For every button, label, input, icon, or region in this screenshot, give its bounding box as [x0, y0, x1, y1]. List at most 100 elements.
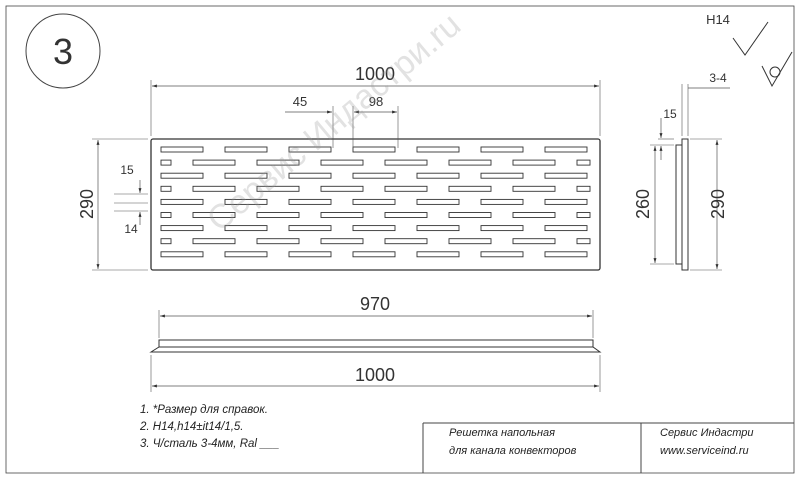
- front-view: [150, 138, 601, 271]
- grate-slot: [384, 212, 428, 218]
- grate-slot: [352, 172, 396, 179]
- grate-slot: [544, 198, 588, 205]
- grate-slot: [512, 159, 556, 166]
- grate-slot: [256, 159, 300, 166]
- grate-slot: [256, 212, 300, 218]
- product-name-line1: Решетка напольная: [449, 427, 555, 439]
- drawing-number-circle: [25, 13, 101, 89]
- drawing-number: 3: [53, 31, 73, 72]
- grate-slot: [416, 172, 460, 179]
- grate-slot: [512, 185, 556, 192]
- grate-slot: [576, 212, 591, 218]
- dim-overall-length-text: 1000: [355, 64, 395, 84]
- dim-side-height: 290: [690, 138, 728, 271]
- grate-slot: [448, 238, 492, 245]
- grate-slot: [160, 251, 204, 258]
- dim-side-inner-height: 260: [633, 144, 674, 265]
- grate-slot: [416, 225, 460, 232]
- grate-slot: [192, 212, 236, 218]
- grate-slot: [192, 159, 236, 166]
- drawing-frame: [5, 5, 795, 474]
- grate-slot: [160, 185, 172, 192]
- grate-slot: [224, 225, 268, 232]
- grate-slot: [384, 238, 428, 245]
- note-2: 2. H14,h14±it14/1,5.: [140, 421, 244, 433]
- dim-thickness: 3-4: [681, 71, 730, 136]
- grate-slot: [160, 225, 204, 232]
- note-1: 1. *Размер для справок.: [140, 404, 268, 416]
- grate-slot: [224, 172, 268, 179]
- grate-slot: [352, 198, 396, 205]
- grate-slot: [352, 225, 396, 232]
- grate-slot: [544, 146, 588, 153]
- grate-slot: [256, 185, 300, 192]
- grate-slot: [224, 198, 268, 205]
- grate-slot: [448, 159, 492, 166]
- grate-slot: [224, 251, 268, 258]
- grate-slot: [320, 238, 364, 245]
- grate-slot: [480, 251, 524, 258]
- side-view: [675, 138, 689, 271]
- title-block: [422, 422, 794, 473]
- grate-slot: [160, 238, 172, 245]
- dim-side-height-text: 290: [708, 189, 728, 219]
- grate-slot: [480, 198, 524, 205]
- product-name-line2: для канала конвекторов: [449, 445, 577, 457]
- dim-height: 290: [77, 138, 148, 271]
- grate-slot: [576, 238, 591, 245]
- dim-thickness-text: 3-4: [709, 71, 727, 85]
- grate-slot: [288, 198, 332, 205]
- grate-slot: [576, 159, 591, 166]
- grate-slot: [384, 185, 428, 192]
- grate-slot: [544, 172, 588, 179]
- dim-overall-length: 1000: [150, 64, 601, 136]
- grate-slot: [544, 225, 588, 232]
- grate-slot: [320, 159, 364, 166]
- dim-bottom-length: 1000: [150, 355, 601, 392]
- grate-slot: [416, 198, 460, 205]
- grate-slot: [416, 146, 460, 153]
- dim-side-inner-height-text: 260: [633, 189, 653, 219]
- grate-slot: [544, 251, 588, 258]
- dim-height-text: 290: [77, 189, 97, 219]
- grate-slot: [160, 172, 204, 179]
- slot-pattern: [160, 146, 591, 258]
- grate-slot: [160, 146, 204, 153]
- grate-slot: [352, 146, 396, 153]
- grate-slot: [576, 185, 591, 192]
- grate-slot: [160, 159, 172, 166]
- grate-slot: [256, 238, 300, 245]
- grate-slot: [512, 238, 556, 245]
- grate-slot: [512, 212, 556, 218]
- grate-slot: [288, 225, 332, 232]
- dim-slot-pitch: 15 14: [114, 163, 148, 236]
- bottom-view: [149, 339, 602, 353]
- dim-slot-length-text: 98: [369, 94, 383, 109]
- grate-slot: [480, 172, 524, 179]
- dim-slot-width-text: 14: [124, 222, 138, 236]
- grate-slot: [384, 159, 428, 166]
- grate-slot: [480, 225, 524, 232]
- grate-slot: [320, 185, 364, 192]
- grate-slot: [416, 251, 460, 258]
- grate-slot: [448, 185, 492, 192]
- grate-slot: [160, 212, 172, 218]
- grate-slot: [352, 251, 396, 258]
- dim-side-flange-text: 15: [663, 107, 677, 121]
- grate-slot: [288, 172, 332, 179]
- dim-slot-pitch-text: 15: [120, 163, 134, 177]
- surface-finish-symbol: H14: [706, 12, 793, 88]
- grate-slot: [320, 212, 364, 218]
- grate-slot: [288, 251, 332, 258]
- grate-slot: [160, 198, 204, 205]
- dim-slot-offset-text: 45: [293, 94, 307, 109]
- grate-slot: [288, 146, 332, 153]
- company-website[interactable]: www.serviceind.ru: [660, 445, 749, 457]
- surface-finish-text: H14: [706, 12, 730, 27]
- grate-slot: [192, 238, 236, 245]
- grate-slot: [480, 146, 524, 153]
- dim-inner-length-text: 970: [360, 294, 390, 314]
- grate-slot: [224, 146, 268, 153]
- dim-slot-detail: 45 98: [285, 94, 399, 148]
